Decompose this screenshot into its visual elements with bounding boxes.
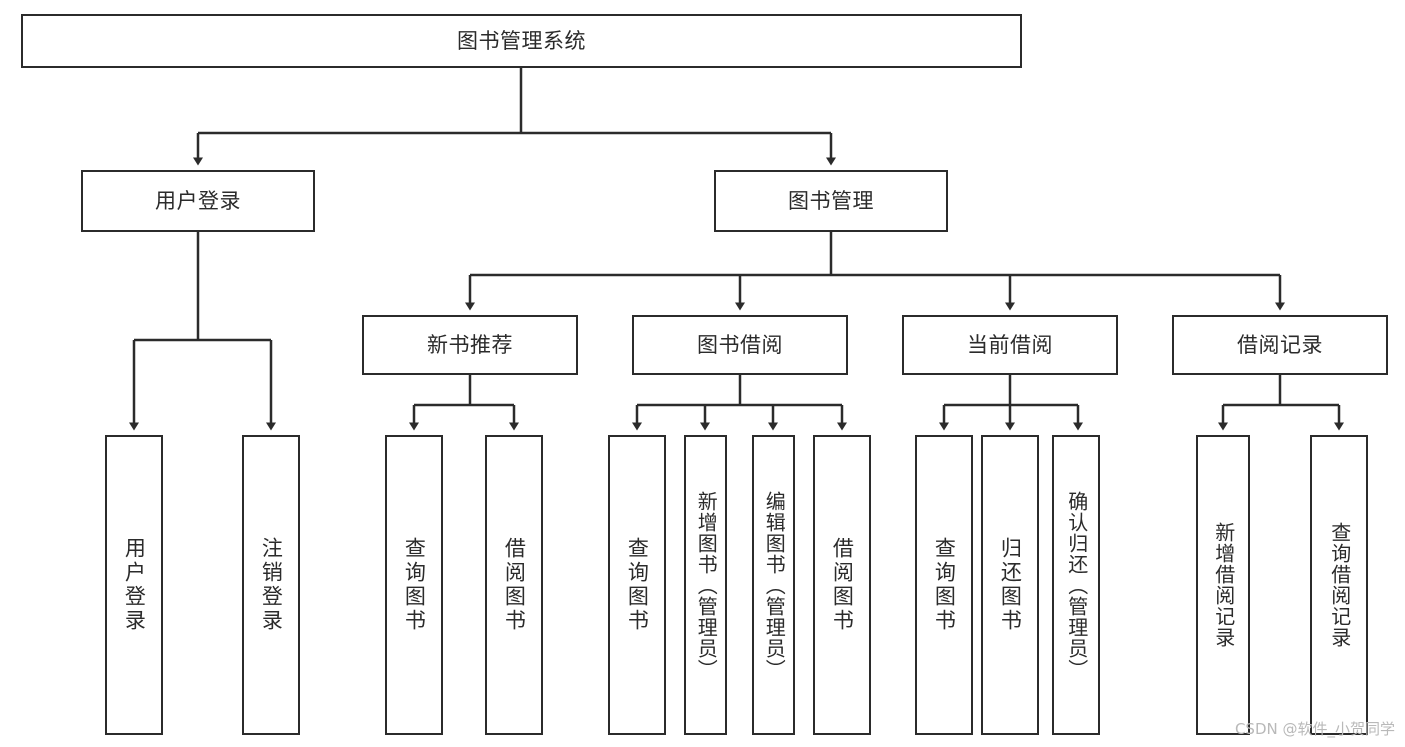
node-borrow-records[interactable]: 借阅记录 xyxy=(1172,315,1388,375)
leaf-label: 确认归还（管理员） xyxy=(1064,490,1089,680)
node-user-login[interactable]: 用户登录 xyxy=(81,170,315,232)
node-book-management[interactable]: 图书管理 xyxy=(714,170,948,232)
node-book-borrow[interactable]: 图书借阅 xyxy=(632,315,848,375)
leaf-borrow-borrow-book[interactable]: 借阅图书 xyxy=(813,435,871,735)
leaf-records-query-record[interactable]: 查询借阅记录 xyxy=(1310,435,1368,735)
leaf-label: 查询借阅记录 xyxy=(1327,522,1352,648)
node-book-management-label: 图书管理 xyxy=(788,188,874,213)
leaf-label: 注销登录 xyxy=(259,537,284,633)
node-user-login-label: 用户登录 xyxy=(155,188,241,213)
node-borrow-records-label: 借阅记录 xyxy=(1237,332,1323,357)
leaf-label: 借阅图书 xyxy=(830,537,855,633)
leaf-borrow-query-book[interactable]: 查询图书 xyxy=(608,435,666,735)
leaf-new-book-query[interactable]: 查询图书 xyxy=(385,435,443,735)
node-new-book-recommend-label: 新书推荐 xyxy=(427,332,513,357)
leaf-user-login-signout[interactable]: 注销登录 xyxy=(242,435,300,735)
node-book-borrow-label: 图书借阅 xyxy=(697,332,783,357)
leaf-borrow-add-book-admin[interactable]: 新增图书（管理员） xyxy=(684,435,727,735)
leaf-label: 查询图书 xyxy=(625,537,650,633)
leaf-label: 新增图书（管理员） xyxy=(694,490,719,680)
leaf-current-confirm-return-admin[interactable]: 确认归还（管理员） xyxy=(1052,435,1100,735)
leaf-current-return-book[interactable]: 归还图书 xyxy=(981,435,1039,735)
node-new-book-recommend[interactable]: 新书推荐 xyxy=(362,315,578,375)
leaf-label: 借阅图书 xyxy=(502,537,527,633)
leaf-label: 新增借阅记录 xyxy=(1211,522,1236,648)
node-current-borrow-label: 当前借阅 xyxy=(967,332,1053,357)
leaf-borrow-edit-book-admin[interactable]: 编辑图书（管理员） xyxy=(752,435,795,735)
leaf-current-query-book[interactable]: 查询图书 xyxy=(915,435,973,735)
csdn-watermark: CSDN @软件_小贺同学 xyxy=(1234,720,1395,738)
leaf-label: 编辑图书（管理员） xyxy=(762,490,787,680)
node-current-borrow[interactable]: 当前借阅 xyxy=(902,315,1118,375)
node-root-label: 图书管理系统 xyxy=(457,28,586,53)
leaf-label: 归还图书 xyxy=(998,537,1023,633)
node-root[interactable]: 图书管理系统 xyxy=(21,14,1022,68)
leaf-label: 用户登录 xyxy=(122,537,147,633)
leaf-user-login-signin[interactable]: 用户登录 xyxy=(105,435,163,735)
leaf-label: 查询图书 xyxy=(402,537,427,633)
leaf-label: 查询图书 xyxy=(932,537,957,633)
leaf-records-add-record[interactable]: 新增借阅记录 xyxy=(1196,435,1250,735)
leaf-new-book-borrow[interactable]: 借阅图书 xyxy=(485,435,543,735)
